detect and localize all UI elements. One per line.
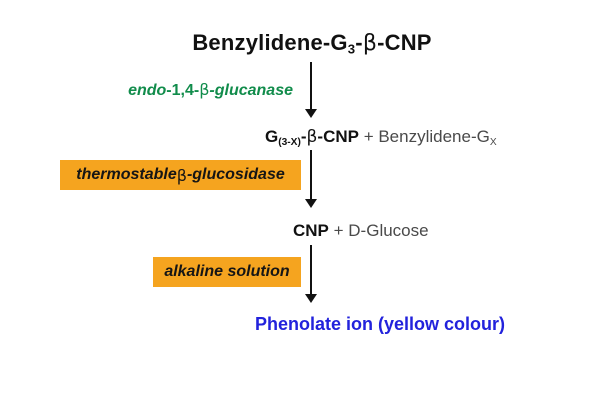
enzyme2-pre: thermostable xyxy=(76,166,177,183)
enzyme1-post: -glucanase xyxy=(209,82,293,99)
reaction-arrow-1 xyxy=(305,62,317,118)
product1-byproduct-subscript: X xyxy=(489,136,497,148)
beta-symbol: β xyxy=(362,31,378,56)
final-product-label: Phenolate ion (yellow colour) xyxy=(255,314,505,335)
enzyme1-mid: -1,4- xyxy=(166,82,200,99)
product-line-2: CNP + D-Glucose xyxy=(293,221,429,241)
enzyme-label-thermostable-glucosidase: thermostable β-glucosidase xyxy=(60,160,301,190)
product1-dash: - xyxy=(300,127,307,146)
enzyme2-post: -glucosidase xyxy=(186,166,285,183)
beta-symbol: β xyxy=(306,127,318,147)
final-product-text: Phenolate ion (yellow colour) xyxy=(255,314,506,334)
arrow-head-icon xyxy=(305,109,317,118)
reaction-arrow-2 xyxy=(305,150,317,208)
substrate-dash: - xyxy=(355,30,363,55)
arrow-head-icon xyxy=(305,199,317,208)
product1-g: G xyxy=(265,127,279,146)
product1-plus: + xyxy=(358,127,379,146)
product1-subscript: (3-X) xyxy=(278,136,301,148)
arrow-shaft xyxy=(310,62,312,109)
enzyme1-pre: endo xyxy=(128,82,167,99)
substrate-name-suffix: -CNP xyxy=(377,30,432,55)
substrate-name-prefix: Benzylidene-G xyxy=(192,30,348,55)
enzyme-label-endo-glucanase: endo-1,4-β-glucanase xyxy=(128,80,293,100)
product1-byproduct: Benzylidene-G xyxy=(378,127,490,146)
product2-cnp: CNP xyxy=(293,221,329,240)
substrate-title: Benzylidene-G3-β-CNP xyxy=(192,30,431,57)
substrate-subscript: 3 xyxy=(347,41,356,57)
product2-plus: + xyxy=(328,221,349,240)
beta-symbol: β xyxy=(176,165,187,185)
condition-label-text: alkaline solution xyxy=(164,263,290,280)
arrow-shaft xyxy=(310,150,312,199)
beta-symbol: β xyxy=(199,80,210,99)
reaction-arrow-3 xyxy=(305,245,317,303)
product1-cnp: -CNP xyxy=(317,127,359,146)
product-line-1: G(3-X)-β-CNP + Benzylidene-GX xyxy=(265,127,497,148)
product2-glucose: D-Glucose xyxy=(348,221,429,240)
arrow-head-icon xyxy=(305,294,317,303)
condition-label-alkaline-solution: alkaline solution xyxy=(153,257,301,287)
arrow-shaft xyxy=(310,245,312,294)
